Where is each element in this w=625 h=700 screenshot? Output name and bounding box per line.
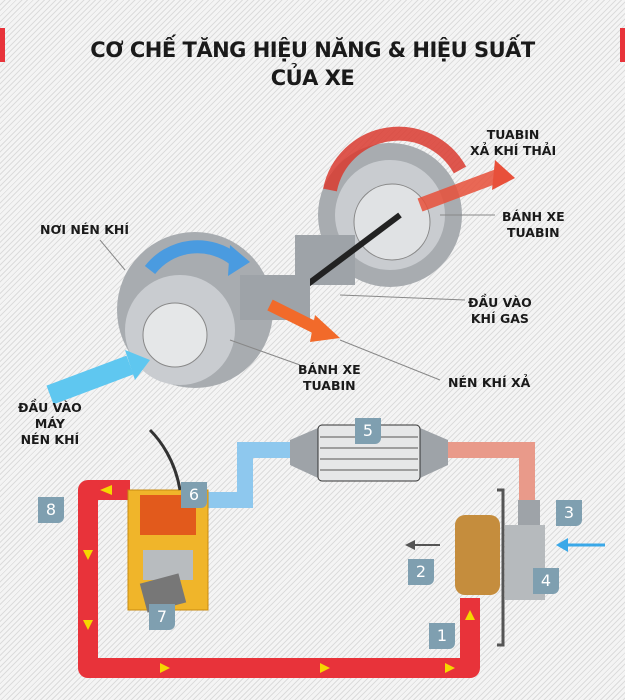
badge-3: 3: [556, 500, 582, 526]
exhaust-loop: [78, 480, 480, 678]
left-accent-bar: [0, 28, 5, 62]
badge-7: 7: [149, 604, 175, 630]
badge-8: 8: [38, 497, 64, 523]
label-exhaust-compression: NÉN KHÍ XẢ: [448, 375, 531, 390]
badge-5: 5: [355, 418, 381, 444]
right-accent-bar: [620, 28, 625, 62]
page-title-line2: CỦA XE: [270, 66, 355, 90]
badge-2: 2: [408, 559, 434, 585]
engine-cylinder: [127, 428, 209, 613]
badge-4: 4: [533, 568, 559, 594]
exhaust-turbine-housing: [295, 126, 515, 293]
intercooler: [290, 424, 448, 482]
label-compressor: NƠI NÉN KHÍ: [40, 222, 129, 237]
page-title: CƠ CHẾ TĂNG HIỆU NĂNG & HIỆU SUẤT: [90, 38, 535, 62]
badge-6: 6: [181, 482, 207, 508]
pointer-lines: [99, 214, 495, 381]
compressor-housing: [46, 232, 340, 405]
badge-1: 1: [429, 623, 455, 649]
